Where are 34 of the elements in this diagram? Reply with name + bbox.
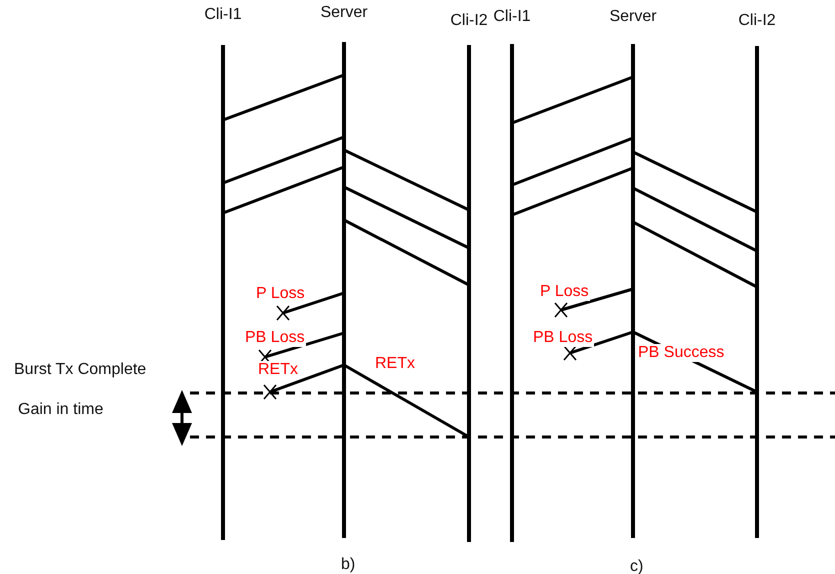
message-line — [511, 76, 634, 124]
cross-mark — [276, 305, 290, 321]
message-line — [222, 166, 345, 214]
edge-label: P Loss — [539, 283, 590, 301]
message-line — [570, 330, 634, 354]
text-label: Gain in time — [18, 401, 104, 419]
edge-label: PB Success — [637, 344, 726, 362]
message-line — [222, 74, 345, 122]
message-line — [264, 332, 344, 358]
lifeline-label: Cli-I1 — [203, 6, 243, 24]
message-line — [560, 288, 634, 312]
message-line — [343, 364, 470, 438]
lifeline-label: Server — [319, 4, 369, 22]
text-label: Burst Tx Complete — [14, 361, 146, 379]
cross-mark — [563, 345, 577, 361]
text-label: c) — [630, 558, 644, 574]
message-line — [632, 186, 758, 252]
message-line — [632, 150, 758, 214]
message-line — [222, 136, 345, 184]
message-line — [632, 220, 758, 288]
cross-mark — [554, 302, 568, 318]
message-line — [343, 148, 470, 212]
message-line — [269, 364, 345, 394]
message-line — [282, 292, 344, 314]
message-line — [511, 166, 634, 216]
message-line — [343, 186, 470, 250]
cross-mark — [263, 384, 277, 400]
message-line — [343, 218, 470, 286]
text-label: b) — [341, 556, 356, 574]
message-line — [511, 136, 634, 186]
edge-label: PB Loss — [244, 329, 306, 347]
lifeline-label: Cli-I2 — [737, 12, 777, 30]
lifeline-label: Server — [608, 8, 658, 26]
edge-label: PB Loss — [532, 329, 594, 347]
